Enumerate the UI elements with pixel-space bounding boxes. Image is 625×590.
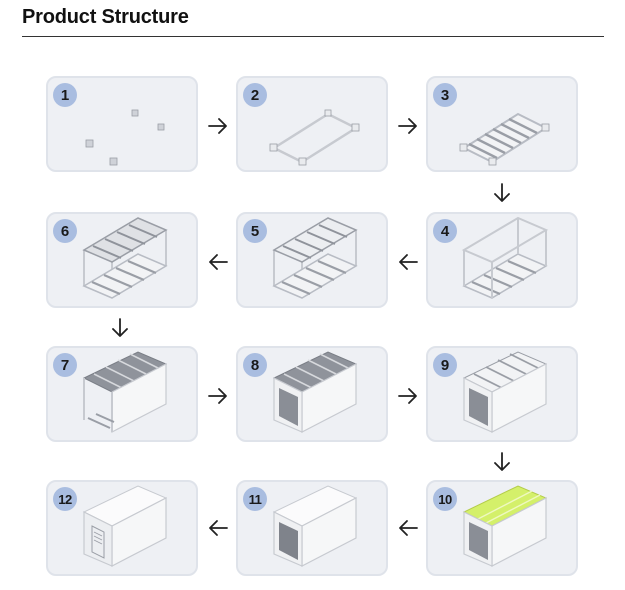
step-panel-4: 4: [426, 212, 578, 308]
step-number-badge: 10: [433, 487, 457, 511]
step-panel-1: 1: [46, 76, 198, 172]
step-number-badge: 7: [53, 353, 77, 377]
arrow-down-icon: [108, 316, 132, 340]
arrow-right-icon: [396, 384, 420, 408]
step-panel-2: 2: [236, 76, 388, 172]
arrow-left-icon: [206, 250, 230, 274]
step-number-badge: 12: [53, 487, 77, 511]
arrow-down-icon: [490, 450, 514, 474]
step-number-badge: 11: [243, 487, 267, 511]
base-frame-illustration: [269, 109, 360, 166]
step-panel-8: 8: [236, 346, 388, 442]
container-shell-illustration: [462, 351, 548, 433]
arrow-left-icon: [206, 516, 230, 540]
container-interior-illustration: [272, 485, 358, 567]
wall-panels-illustration: [82, 351, 168, 433]
step-panel-5: 5: [236, 212, 388, 308]
roof-frame-illustration: [272, 217, 358, 299]
container-shell-illustration: [272, 351, 358, 433]
arrow-right-icon: [206, 114, 230, 138]
step-panel-6: 6: [46, 212, 198, 308]
arrow-right-icon: [396, 114, 420, 138]
floor-joists-illustration: [459, 112, 550, 166]
step-panel-3: 3: [426, 76, 578, 172]
arrow-left-icon: [396, 516, 420, 540]
roof-frame-illustration: [82, 217, 168, 299]
step-number-badge: 3: [433, 83, 457, 107]
step-number-badge: 1: [53, 83, 77, 107]
step-panel-12: 12: [46, 480, 198, 576]
corner-fittings-illustration: [85, 109, 165, 166]
arrow-down-icon: [490, 181, 514, 205]
step-panel-9: 9: [426, 346, 578, 442]
step-panel-10: 10: [426, 480, 578, 576]
title-divider: [22, 36, 604, 37]
step-panel-7: 7: [46, 346, 198, 442]
step-panel-11: 11: [236, 480, 388, 576]
step-number-badge: 6: [53, 219, 77, 243]
step-number-badge: 2: [243, 83, 267, 107]
step-number-badge: 5: [243, 219, 267, 243]
step-number-badge: 9: [433, 353, 457, 377]
green-floor-illustration: [462, 485, 548, 567]
arrow-left-icon: [396, 250, 420, 274]
arrow-right-icon: [206, 384, 230, 408]
page-title: Product Structure: [22, 6, 189, 28]
finished-container-illustration: [82, 485, 168, 567]
step-number-badge: 8: [243, 353, 267, 377]
step-number-badge: 4: [433, 219, 457, 243]
corner-posts-illustration: [461, 216, 549, 299]
